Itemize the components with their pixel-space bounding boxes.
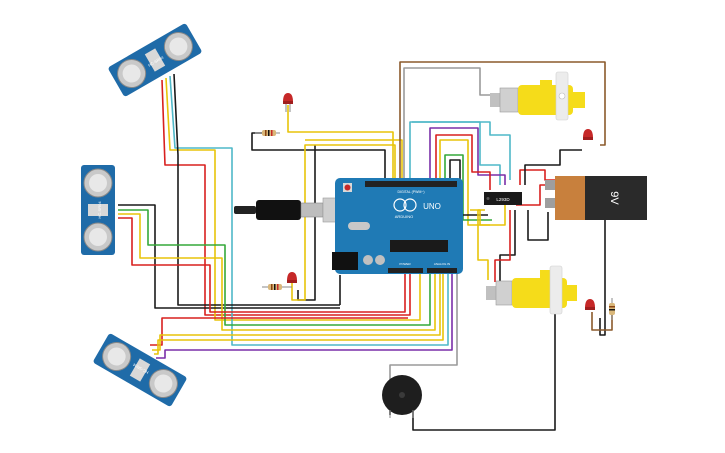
wire-gray-buzzer[interactable]	[389, 272, 458, 380]
wire-yellow-a[interactable]	[305, 139, 403, 182]
wire-black-battery[interactable]	[524, 149, 582, 185]
arduino-uno-board[interactable]: DIGITAL (PWM~) POWER ANALOG IN ARDUINO U…	[332, 178, 463, 274]
power-header-label: POWER	[399, 262, 411, 266]
wire-mid-sensor-black[interactable]	[118, 204, 340, 309]
ultrasonic-sensor-bottom[interactable]: HC-SR04	[93, 333, 188, 407]
led-bottom-left[interactable]	[287, 272, 297, 283]
digital-header	[365, 181, 457, 187]
resistor-bottom-left[interactable]	[262, 284, 292, 290]
wire-top-sensor-black[interactable]	[173, 73, 340, 306]
wire-bot-sensor-purple[interactable]	[156, 272, 453, 359]
wire-yellow-motor2[interactable]	[477, 209, 489, 280]
led-top-left[interactable]	[283, 93, 293, 112]
wire-black-top[interactable]	[449, 159, 488, 216]
wire-black-batt2[interactable]	[527, 210, 549, 241]
wire-brown-right[interactable]	[591, 312, 613, 331]
wire-black-right[interactable]	[599, 200, 606, 336]
power-header	[388, 268, 423, 273]
driver-label: L293D	[496, 197, 510, 202]
capacitor-1	[363, 255, 373, 265]
wire-black-buzzer[interactable]	[412, 280, 556, 431]
capacitor-2	[375, 255, 385, 265]
wire-cyan-right[interactable]	[412, 121, 511, 180]
wire-gray-top[interactable]	[403, 67, 490, 182]
piezo-buzzer[interactable]	[382, 375, 422, 418]
crystal	[348, 222, 370, 230]
ultrasonic-sensor-top[interactable]: HC-SR04	[108, 23, 203, 97]
wire-purple-top[interactable]	[429, 127, 506, 185]
wire-green-top[interactable]	[444, 154, 492, 221]
wire-top-sensor-red[interactable]	[161, 79, 411, 316]
wire-mid-sensor-red[interactable]	[118, 217, 406, 313]
analog-header-label: ANALOG IN	[434, 262, 450, 266]
analog-header	[427, 268, 457, 273]
wire-red-batt2[interactable]	[516, 184, 548, 206]
digital-header-label: DIGITAL (PWM~)	[397, 190, 424, 194]
wire-bot-sensor-red[interactable]	[150, 317, 408, 346]
wire-top-sensor-cyan[interactable]	[169, 75, 449, 346]
wire-yellow-top[interactable]	[439, 139, 490, 226]
wire-bot-sensor-yellow2[interactable]	[154, 272, 444, 355]
dc-motor-bottom[interactable]	[486, 265, 577, 315]
atmega-chip	[390, 240, 448, 252]
resistor-bottom-right[interactable]	[609, 298, 615, 320]
wire-black-motor2[interactable]	[499, 210, 516, 282]
wire-mid-sensor-yellow[interactable]	[118, 213, 436, 331]
led-top-right[interactable]	[583, 129, 593, 140]
wire-cyan-top[interactable]	[409, 121, 501, 185]
arduino-model: UNO	[423, 202, 441, 211]
wires	[118, 61, 613, 431]
motor-driver-l293d[interactable]: L293D	[484, 192, 522, 205]
wire-yellow-mid[interactable]	[470, 205, 506, 226]
led-bottom-right[interactable]	[585, 299, 595, 310]
wire-mid-sensor-green[interactable]	[118, 209, 431, 326]
battery-label: 9V	[608, 191, 620, 205]
battery-9v[interactable]: 9V	[545, 176, 647, 220]
resistor-top-left[interactable]	[255, 130, 280, 136]
wire-red-motor2[interactable]	[494, 210, 511, 282]
wire-led-bot-yellow[interactable]	[291, 144, 396, 301]
wire-red-top[interactable]	[435, 134, 491, 190]
ultrasonic-sensor-middle[interactable]: HC-SR04	[81, 165, 115, 255]
wire-bot-sensor-yellow[interactable]	[152, 272, 441, 351]
wire-brown-top[interactable]	[399, 61, 606, 182]
wire-led-top-orange[interactable]	[287, 105, 394, 182]
wire-top-sensor-yellow[interactable]	[165, 77, 421, 321]
dc-motor-top[interactable]	[490, 71, 585, 121]
power-jack	[332, 252, 358, 270]
arduino-brand: ARDUINO	[395, 214, 413, 219]
wire-black-b[interactable]	[297, 145, 316, 301]
sensor-label: HC-SR04	[97, 201, 102, 219]
arduino-logo	[393, 198, 407, 212]
